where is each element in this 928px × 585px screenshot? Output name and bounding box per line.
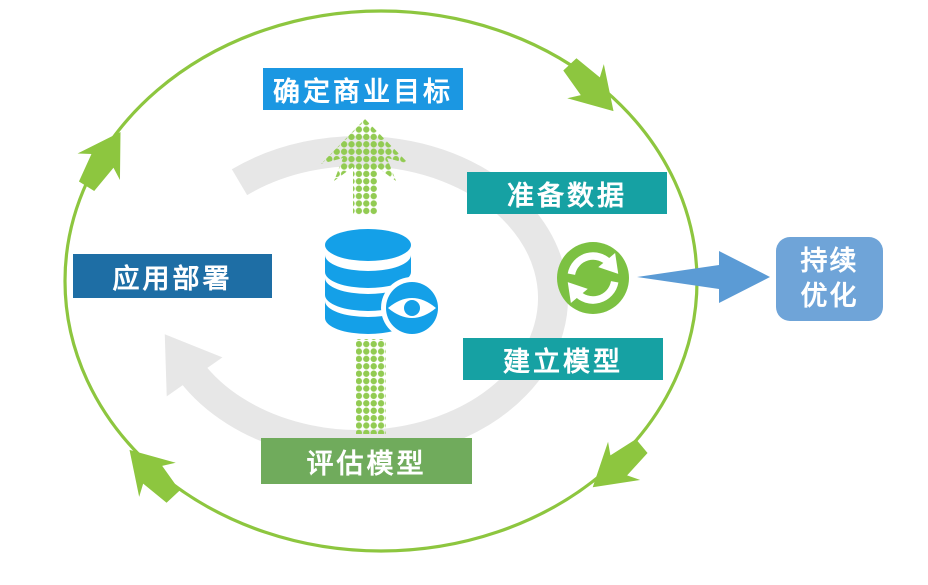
stage-prepare-data: 准备数据 [467,172,667,214]
stage-label: 建立模型 [503,346,623,377]
outcome-continuous-optimization: 持续 优化 [776,237,883,321]
dotted-arrow-up-icon [321,119,409,215]
stage-label: 评估模型 [306,448,427,479]
stage-define-business-goal: 确定商业目标 [263,68,463,110]
refresh-icon [557,242,629,314]
inner-ring-arrowhead [164,334,223,397]
cycle-arrow-bottom-left-icon [111,432,192,514]
stage-label: 确定商业目标 [273,76,453,107]
outcome-arrow-right-icon [637,251,770,303]
stage-deploy-application: 应用部署 [73,254,272,298]
dotted-connector-down-icon [356,339,386,434]
cycle-arrow-bottom-right-icon [576,426,658,507]
eye-icon [381,277,443,339]
stage-build-model: 建立模型 [463,338,663,380]
database-icon [325,229,443,339]
outcome-label-line2: 优化 [800,281,859,311]
stage-label: 准备数据 [507,180,627,211]
outcome-label-line1: 持续 [800,245,859,276]
cycle-arrow-top-left-icon [65,118,142,200]
stage-evaluate-model: 评估模型 [261,438,472,484]
stage-label: 应用部署 [112,263,233,294]
